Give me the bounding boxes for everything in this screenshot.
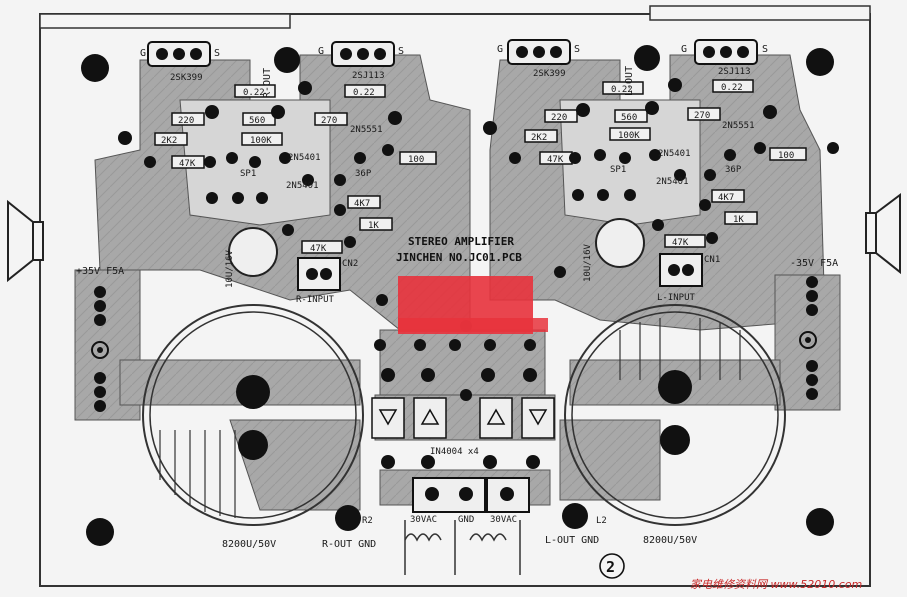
label-r022: 0.22: [611, 85, 633, 95]
label-r022: 0.22: [353, 88, 375, 98]
label-r220: 220: [551, 113, 567, 123]
label-r022: 0.22: [721, 83, 743, 93]
label-mosfet-a: 2SK399: [533, 69, 566, 79]
mounting-holes: [81, 45, 834, 546]
label-2n5551: 2N5551: [350, 125, 383, 135]
speaker-right-icon: [865, 193, 901, 275]
label-r560: 560: [249, 116, 265, 126]
label-r4k7: 4K7: [354, 199, 370, 209]
label-r100k: 100K: [250, 136, 272, 146]
label-2n5401: 2N5401: [286, 181, 319, 191]
cn1-label: CN1: [704, 255, 720, 265]
board-title-line1: STEREO AMPLIFIER: [408, 235, 514, 248]
label-c36p: 36P: [725, 165, 742, 175]
speaker-left-icon: [7, 199, 44, 283]
input-cap-right: [595, 218, 645, 268]
cap-label-left: 8200U/50V: [222, 539, 276, 550]
input-cap-left: [228, 227, 278, 277]
pin-s-label: S: [214, 48, 220, 59]
label-r1k: 1K: [733, 215, 744, 225]
label-r270: 270: [694, 111, 710, 121]
label-r47k: 47K: [310, 244, 327, 254]
pin-g-label: G: [681, 44, 687, 55]
label-r560: 560: [621, 113, 637, 123]
component-pads: [118, 78, 839, 469]
figure-number: 2: [606, 558, 615, 576]
figure-number-circle: [599, 553, 625, 579]
label-2n5401: 2N5401: [288, 153, 321, 163]
resistor-boxes: [154, 79, 807, 254]
watermark-text: 家电维修资料网 www.52010.com: [690, 578, 862, 591]
input-connector-right: [659, 253, 703, 287]
label-r1k: 1K: [368, 221, 379, 231]
pin-g-label: G: [140, 48, 146, 59]
r-out-gnd-label: R-OUT GND: [322, 539, 376, 550]
cap-label-right: 8200U/50V: [643, 535, 697, 546]
capacitor-right: [564, 304, 786, 526]
label-r270: 270: [321, 116, 337, 126]
label-r47k: 47K: [179, 159, 196, 169]
label-2n5401: 2N5401: [658, 149, 691, 159]
power-label-right: -35V F5A: [790, 258, 838, 269]
label-r100: 100: [408, 155, 424, 165]
label-r47k: 47K: [672, 238, 689, 248]
label-trimmer: SP1: [610, 165, 626, 175]
power-label-left: +35V F5A: [76, 266, 124, 277]
label-c36p: 36P: [355, 169, 372, 179]
l-input-label: L-INPUT: [657, 293, 696, 303]
label-r220: 220: [178, 116, 194, 126]
l2-label: L2: [596, 516, 607, 526]
label-mosfet-a: 2SK399: [170, 73, 203, 83]
ac-connector-left: [412, 477, 486, 513]
mosfet-headers: [147, 39, 758, 67]
label-mosfet-b: 2SJ113: [718, 67, 751, 77]
input-connector-left: [297, 257, 341, 291]
label-r47k: 47K: [547, 155, 564, 165]
pin-s-label: S: [762, 44, 768, 55]
label-2n5551: 2N5551: [722, 121, 755, 131]
label-mosfet-b: 2SJ113: [352, 71, 385, 81]
label-r022: 0.22: [243, 88, 265, 98]
gnd-label: GND: [458, 515, 474, 525]
power-header-pads: [94, 276, 818, 412]
label-r2k2: 2K2: [161, 136, 177, 146]
l-out-gnd-label: L-OUT GND: [545, 535, 599, 546]
board-title-line2: JINCHEN NO.JC01.PCB: [396, 251, 522, 264]
pin-s-label: S: [574, 44, 580, 55]
r2-label: R2: [362, 516, 373, 526]
ac-left-label: 30VAC: [410, 515, 437, 525]
board-outline: [39, 13, 871, 587]
rectifier-diodes: [371, 397, 555, 439]
cn2-label: CN2: [342, 259, 358, 269]
input-cap-label-left: 10U/16V: [225, 249, 235, 288]
label-r100: 100: [778, 151, 794, 161]
label-r4k7: 4K7: [718, 193, 734, 203]
r-input-label: R-INPUT: [296, 295, 335, 305]
l-out-label: L-OUT: [624, 66, 635, 96]
rectifier-label: IN4004 x4: [430, 447, 479, 457]
transformer-coil-icon: [404, 520, 521, 575]
capacitor-left: [142, 304, 364, 526]
label-trimmer: SP1: [240, 169, 256, 179]
label-r100k: 100K: [618, 131, 640, 141]
pin-g-label: G: [497, 44, 503, 55]
input-cap-label-right: 10U/16V: [583, 243, 593, 282]
label-r2k2: 2K2: [531, 133, 547, 143]
pin-s-label: S: [398, 46, 404, 57]
label-2n5401: 2N5401: [656, 177, 689, 187]
ac-right-label: 30VAC: [490, 515, 517, 525]
pin-g-label: G: [318, 46, 324, 57]
r-out-label: R-OUT: [262, 68, 273, 98]
